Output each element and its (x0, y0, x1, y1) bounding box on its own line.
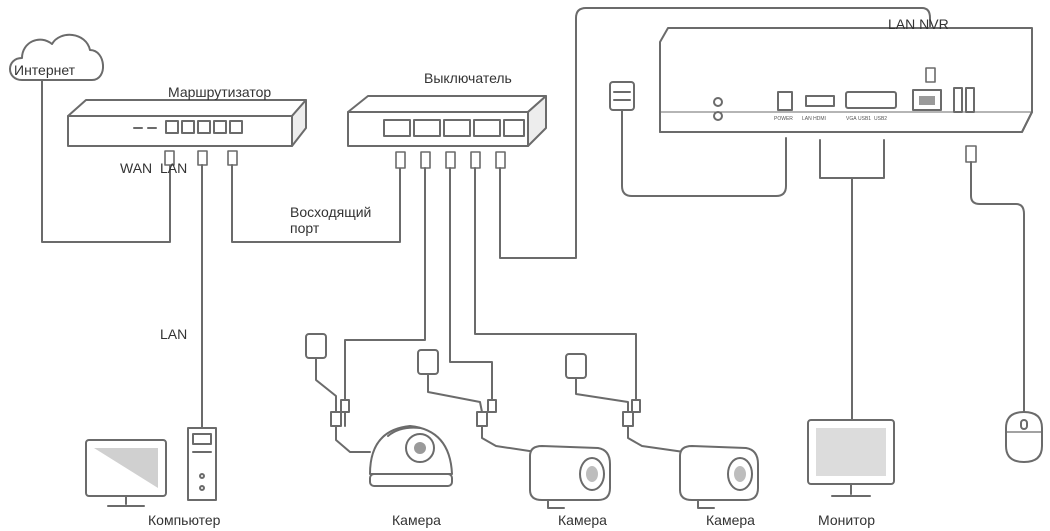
nvr-lan-connector (925, 67, 936, 83)
lan-nvr-label: LAN NVR (888, 16, 949, 32)
internet-wan-cable (41, 79, 171, 243)
nvr-icon (659, 27, 1033, 133)
uplink-cable (231, 164, 401, 243)
nvr-port-usb2: USB2 (874, 116, 887, 122)
switch-nvr-cable (499, 7, 931, 259)
nvr-port-labels: POWER LAN HDMI VGA USB1 USB2 (774, 116, 887, 122)
monitor-label: Монитор (818, 512, 875, 528)
camera3-cable (474, 167, 637, 401)
camera1-cable (344, 167, 426, 401)
computer-tower-icon (187, 427, 217, 501)
camera-3-label: Камера (706, 512, 755, 528)
nvr-port-lan-hdmi: LAN HDMI (802, 116, 826, 122)
camera-1-label: Камера (392, 512, 441, 528)
switch-icon (347, 95, 547, 147)
internet-label: Интернет (14, 62, 76, 78)
nvr-monitor-cable (819, 139, 853, 421)
computer-monitor-icon (85, 439, 167, 507)
nvr-power-adapter-icon (609, 81, 635, 111)
computer-label: Компьютер (148, 512, 221, 528)
router-icon (67, 99, 307, 147)
camera2-power-adapter-icon (417, 349, 537, 453)
router-lan-port-label: LAN (160, 160, 188, 176)
camera-2-label: Камера (558, 512, 607, 528)
router-label: Маршрутизатор (168, 84, 272, 100)
bullet-camera-1-icon (529, 445, 611, 509)
internet-cloud-icon (9, 34, 104, 81)
pc-lan-label: LAN (160, 326, 188, 342)
nvr-usb-connector (965, 145, 977, 163)
nvr-port-usb1: USB1 (858, 116, 871, 122)
nvr-power-cable (621, 109, 787, 197)
monitor-icon (807, 419, 895, 497)
switch-connectors (395, 151, 506, 169)
wan-port-label: WAN (120, 160, 153, 176)
router-connectors (164, 150, 238, 166)
nvr-mouse-cable (970, 161, 1025, 413)
camera2-cable (449, 167, 493, 401)
mouse-icon (1005, 411, 1043, 463)
camera1-power-adapter-icon (305, 333, 371, 453)
bullet-camera-2-icon (679, 445, 759, 509)
camera3-power-adapter-icon (565, 353, 685, 453)
nvr-monitor-cable-bracket (851, 139, 885, 179)
nvr-port-vga: VGA (846, 116, 857, 122)
nvr-port-power: POWER (774, 116, 793, 122)
switch-label: Выключатель (424, 70, 512, 86)
uplink-port-label: Восходящий порт (290, 204, 372, 236)
dome-camera-icon (369, 425, 453, 487)
